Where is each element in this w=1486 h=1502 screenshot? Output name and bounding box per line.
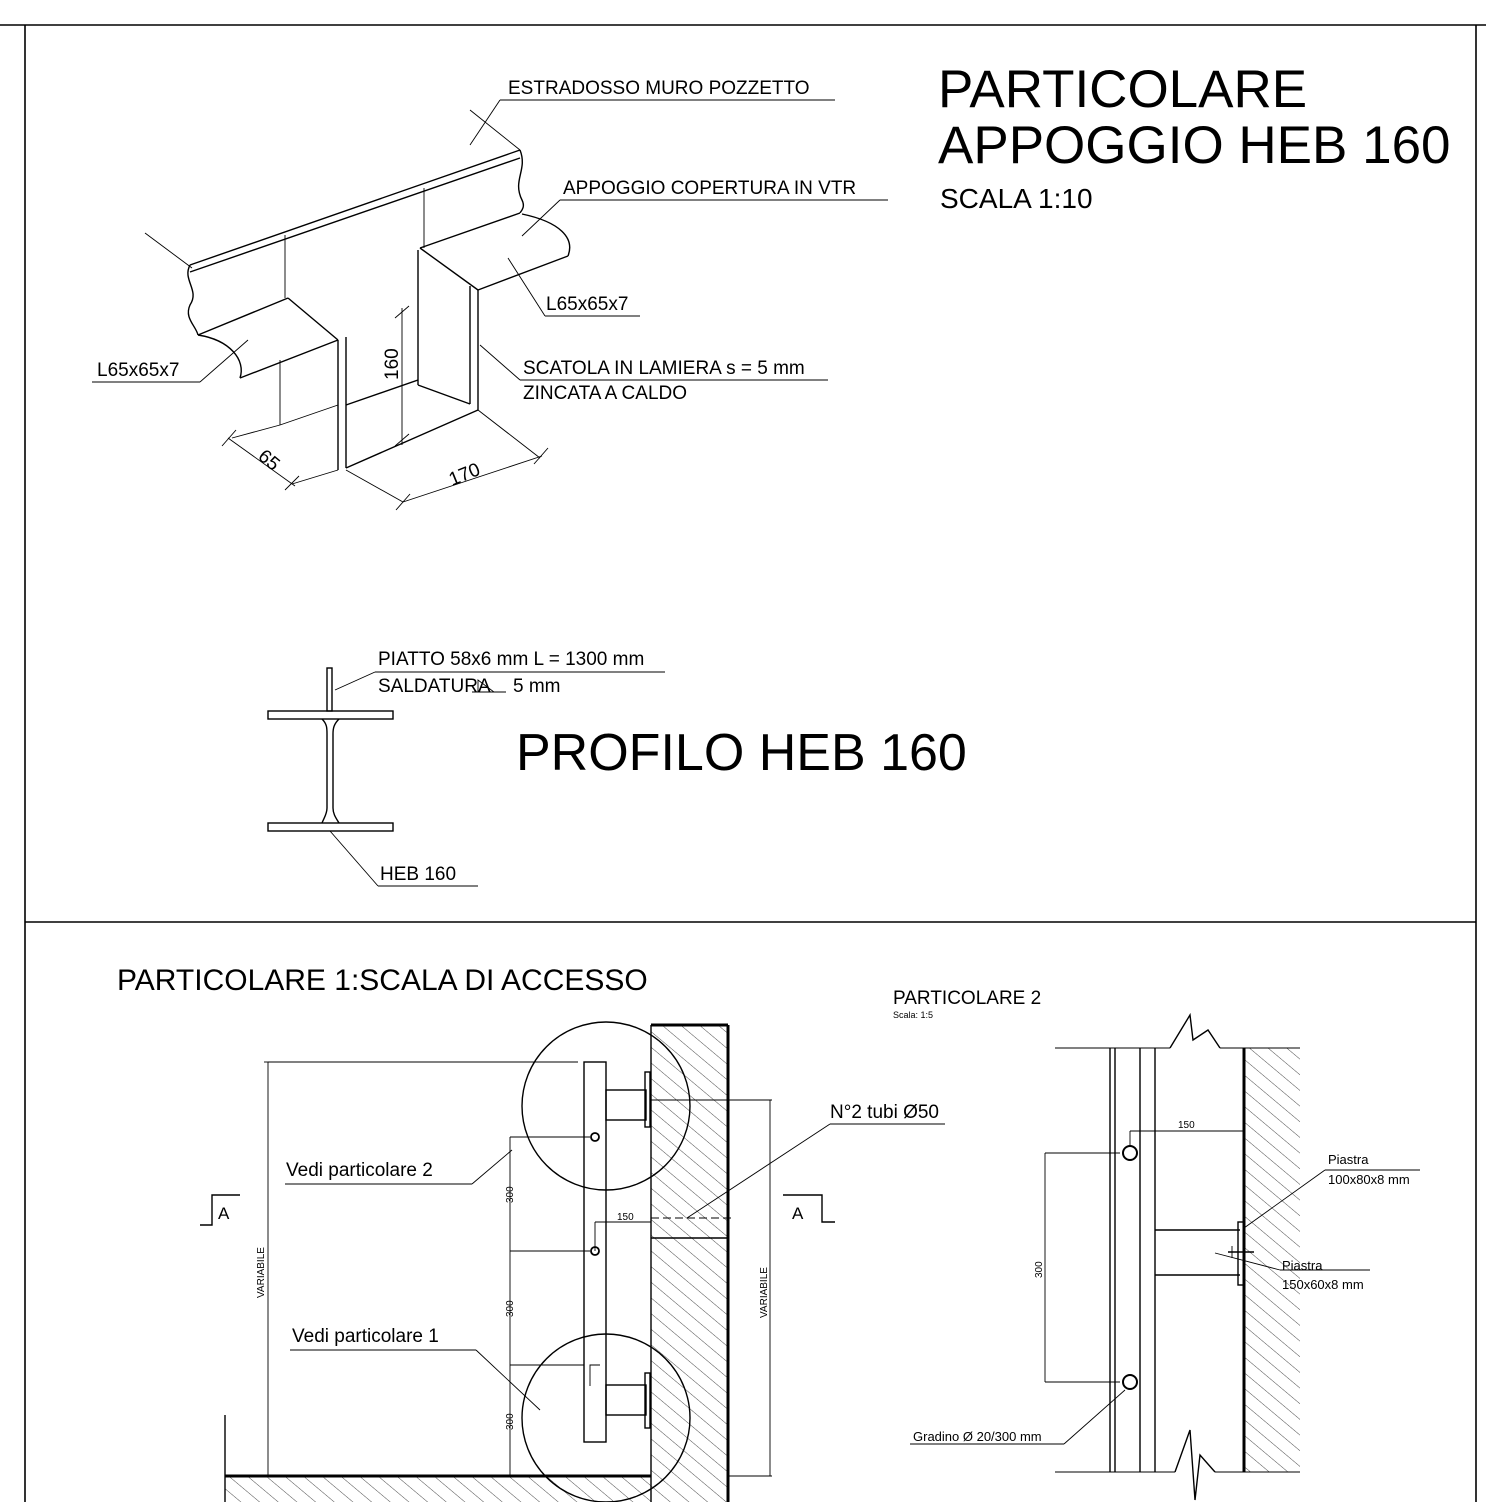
label-saldatura: SALDATURA xyxy=(378,676,491,697)
dim-300-a: 300 xyxy=(505,1186,516,1203)
label-saldatura-size: 5 mm xyxy=(513,676,561,697)
label-angle-right: L65x65x7 xyxy=(546,294,628,315)
label-vedi-1: Vedi particolare 1 xyxy=(292,1326,439,1347)
section-mark-left: A xyxy=(218,1204,230,1223)
label-scatola-1: SCATOLA IN LAMIERA s = 5 mm xyxy=(523,358,805,379)
label-piatto: PIATTO 58x6 mm L = 1300 mm xyxy=(378,649,644,670)
heb-profile-section xyxy=(267,667,665,887)
sheet-frame xyxy=(0,24,1486,1502)
detail2-scale: Scala: 1:5 xyxy=(893,1010,933,1020)
dim-variabile-left: VARIABILE xyxy=(256,1247,267,1298)
break-lines xyxy=(144,109,521,269)
detail2-drawing xyxy=(910,1012,1420,1501)
detail2-dim-300: 300 xyxy=(1034,1261,1045,1278)
ladder-elevation xyxy=(200,1021,945,1502)
label-piastra-2-name: Piastra xyxy=(1282,1258,1323,1273)
label-appoggio: APPOGGIO COPERTURA IN VTR xyxy=(563,178,856,199)
label-estradosso: ESTRADOSSO MURO POZZETTO xyxy=(508,78,810,99)
dim-170: 170 xyxy=(446,459,483,490)
label-tubi: N°2 tubi Ø50 xyxy=(830,1102,939,1123)
label-scatola-2: ZINCATA A CALDO xyxy=(523,383,687,404)
label-gradino: Gradino Ø 20/300 mm xyxy=(913,1429,1042,1444)
detail2-dim-150: 150 xyxy=(1178,1120,1195,1131)
profile-title: PROFILO HEB 160 xyxy=(516,724,967,782)
detail-scale: SCALA 1:10 xyxy=(940,183,1093,214)
detail-title-line1: PARTICOLARE xyxy=(938,60,1307,119)
section-mark-right: A xyxy=(792,1204,804,1223)
label-angle-left: L65x65x7 xyxy=(97,360,179,381)
detail2-title: PARTICOLARE 2 xyxy=(893,988,1041,1009)
dim-150-ladder: 150 xyxy=(617,1212,634,1223)
ladder-title: PARTICOLARE 1:SCALA DI ACCESSO xyxy=(117,964,648,997)
support-isometric-drawing xyxy=(92,99,888,511)
dim-300-c: 300 xyxy=(505,1413,516,1430)
label-piastra-2-size: 150x60x8 mm xyxy=(1282,1277,1364,1292)
dim-65: 65 xyxy=(254,446,284,476)
label-piastra-1-size: 100x80x8 mm xyxy=(1328,1172,1410,1187)
dim-variabile-right: VARIABILE xyxy=(759,1267,770,1318)
detail-title-line2: APPOGGIO HEB 160 xyxy=(938,116,1451,175)
dim-160: 160 xyxy=(382,348,403,380)
label-piastra-1-name: Piastra xyxy=(1328,1152,1369,1167)
label-vedi-2: Vedi particolare 2 xyxy=(286,1160,433,1181)
label-heb-160: HEB 160 xyxy=(380,864,456,885)
dim-300-b: 300 xyxy=(505,1300,516,1317)
